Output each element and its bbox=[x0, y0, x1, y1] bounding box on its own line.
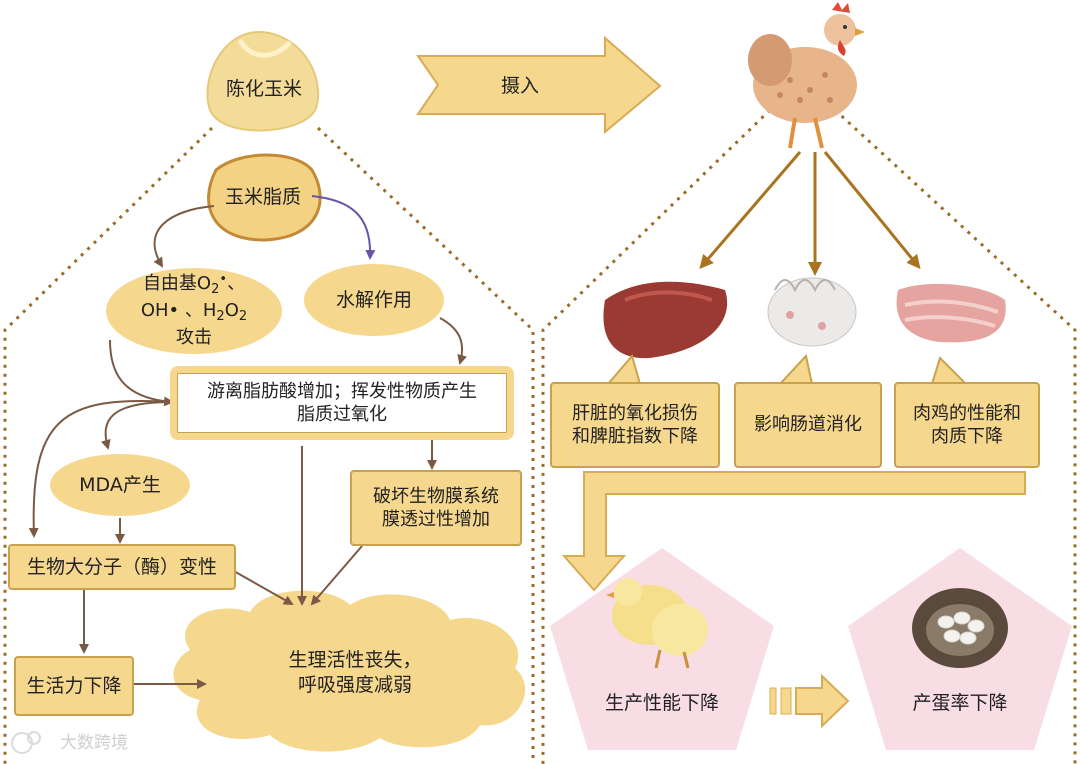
watermark-logo-icon bbox=[11, 731, 41, 754]
mda-node: MDA产生 bbox=[50, 454, 190, 516]
arrow-macro-cloud bbox=[231, 569, 294, 605]
chicken-icon bbox=[748, 2, 865, 149]
radical-line2-sub1: 2 bbox=[216, 309, 225, 325]
radical-line2-prefix: OH• 、H bbox=[140, 300, 217, 322]
right-dotted-frame bbox=[541, 108, 1077, 764]
radical-line2-sub2: 2 bbox=[238, 309, 248, 325]
radical-line3: 攻击 bbox=[176, 327, 212, 349]
arrow-ffa-macro bbox=[28, 399, 173, 538]
left-dotted-frame bbox=[3, 126, 535, 764]
radical-line2-mid: O bbox=[224, 300, 239, 322]
physio-label: 生理活性丧失， 呼吸强度减弱 bbox=[288, 649, 422, 696]
bent-arrow-icon bbox=[561, 471, 1026, 592]
physio-cloud bbox=[173, 590, 526, 752]
membrane-node: 破坏生物膜系统 膜透过性增加 bbox=[350, 470, 522, 546]
arrow-lipid-hydrolysis bbox=[311, 195, 376, 260]
arrow-hydrolysis-ffa bbox=[439, 317, 467, 365]
hydrolysis-node: 水解作用 bbox=[304, 264, 444, 336]
radical-line1-suffix: 、 bbox=[227, 273, 246, 295]
arrow-chicken-meat bbox=[823, 151, 921, 270]
egg-rate-label: 产蛋率下降 bbox=[912, 691, 1008, 714]
free-radical-node: 自由基O2•、 OH• 、H2O2 攻击 bbox=[106, 268, 282, 354]
aged-corn-label: 陈化玉米 bbox=[225, 77, 302, 100]
radical-line2: OH• 、H2O2 bbox=[141, 299, 247, 326]
radical-line1: 自由基O2•、 bbox=[143, 272, 245, 299]
arrow-lipid-radical bbox=[153, 205, 215, 268]
production-label: 生产性能下降 bbox=[604, 691, 719, 714]
corn-kernel-icon bbox=[206, 30, 320, 132]
chicks-icon bbox=[606, 578, 708, 669]
egg-nest-icon bbox=[912, 588, 1008, 668]
liver-icon bbox=[603, 281, 728, 359]
arrow-production-to-egg bbox=[769, 673, 850, 729]
radical-line1-sup: • bbox=[219, 272, 228, 288]
big-arrow-icon bbox=[416, 35, 662, 135]
meat-node: 肉鸡的性能和 肉质下降 bbox=[894, 382, 1040, 468]
corn-cross-section-icon bbox=[207, 153, 322, 242]
corn-lipid-label: 玉米脂质 bbox=[224, 185, 301, 208]
macromolecule-node: 生物大分子（酶）变性 bbox=[8, 544, 236, 590]
arrow-chicken-liver bbox=[699, 151, 802, 270]
intestine-icon bbox=[767, 277, 857, 347]
arrow-ffa-mda bbox=[100, 401, 173, 450]
ffa-node: 游离脂肪酸增加；挥发性物质产生 脂质过氧化 bbox=[170, 366, 514, 440]
arrow-membrane-cloud bbox=[310, 545, 363, 606]
watermark-text: 大数跨境 bbox=[60, 732, 128, 753]
liver-node: 肝脏的氧化损伤 和脾脏指数下降 bbox=[550, 382, 720, 468]
intake-label: 摄入 bbox=[500, 74, 539, 97]
arrow-radical-ffa bbox=[109, 339, 174, 407]
radical-line1-sub: 2 bbox=[211, 282, 220, 298]
vitality-node: 生活力下降 bbox=[14, 656, 134, 716]
intestine-node: 影响肠道消化 bbox=[734, 382, 882, 468]
radical-line1-prefix: 自由基O bbox=[142, 273, 212, 295]
meat-icon bbox=[896, 283, 1006, 343]
